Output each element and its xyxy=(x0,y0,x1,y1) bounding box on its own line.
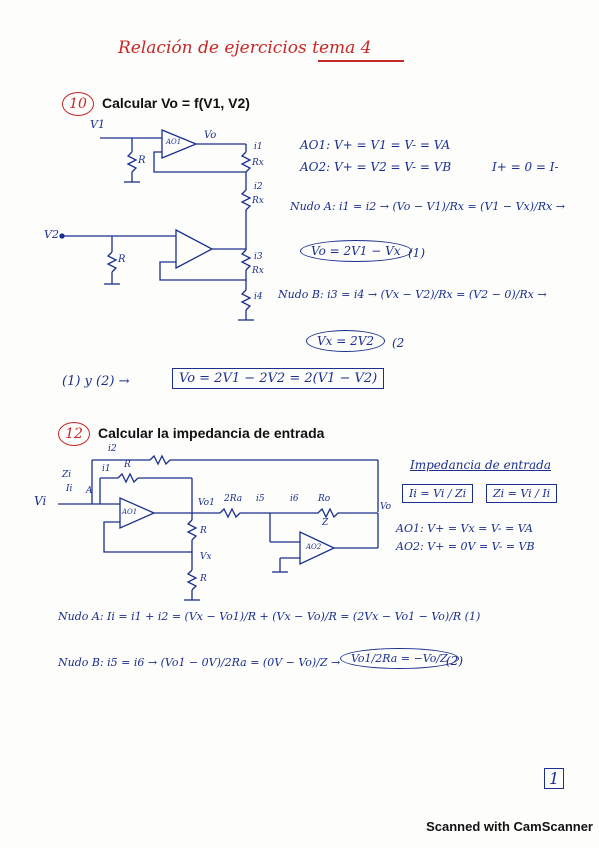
eq10-ao2: AO2: V+ = V2 = V- = VB xyxy=(300,160,452,174)
label-vi: Vi xyxy=(34,494,47,508)
label-vo: Vo xyxy=(204,130,217,141)
label-r-12a: R xyxy=(124,460,131,470)
label-zi: Zi xyxy=(62,470,72,480)
label-v2: V2 xyxy=(44,228,59,241)
title-underline xyxy=(318,60,404,62)
label-vo1: Vo1 xyxy=(198,498,215,508)
eq12-ao1: AO1: V+ = Vx = V- = VA xyxy=(396,522,533,535)
page-title: Relación de ejercicios tema 4 xyxy=(118,38,372,58)
label-ii: Ii xyxy=(66,484,73,494)
label-vx: Vx xyxy=(200,552,212,562)
page-number: 1 xyxy=(544,768,565,789)
label-ao2-12: AO2 xyxy=(306,543,322,551)
label-i1-12: i1 xyxy=(102,464,111,474)
label-r-12c: R xyxy=(200,574,207,584)
label-ao1: AO1 xyxy=(166,138,182,146)
eq12-tag: (2) xyxy=(446,654,463,668)
label-i2: i2 xyxy=(254,182,263,192)
impedance-title: Impedancia de entrada xyxy=(410,458,551,472)
eq10-tag-1: (1) xyxy=(408,246,425,260)
label-rx-3: Rx xyxy=(252,266,264,276)
eq10-final-result: Vo = 2V1 − 2V2 = 2(V1 − V2) xyxy=(172,368,385,389)
label-rx-1: Rx xyxy=(252,158,264,168)
impedance-result: Zi = Vi / Ii xyxy=(486,484,558,503)
eq10-ao1: AO1: V+ = V1 = V- = VA xyxy=(300,138,451,152)
label-r-1: R xyxy=(138,155,146,166)
exercise-12-heading: Calcular la impedancia de entrada xyxy=(98,425,325,441)
label-rx-2: Rx xyxy=(252,196,264,206)
label-2ra: 2Ra xyxy=(224,494,243,504)
label-r-12b: R xyxy=(200,526,207,536)
eq10-tag-2: (2 xyxy=(392,336,405,350)
eq10-result-2: Vx = 2V2 xyxy=(306,330,386,352)
label-r-2: R xyxy=(118,254,126,265)
eq12-node-a: Nudo A: Ii = i1 + i2 = (Vx − Vo1)/R + (V… xyxy=(58,610,481,623)
label-ao1-12: AO1 xyxy=(122,508,138,516)
label-vo-12: Vo xyxy=(380,502,392,512)
eq10-node-a: Nudo A: i1 = i2 → (Vo − V1)/Rx = (V1 − V… xyxy=(290,200,565,213)
eq10-currents: I+ = 0 = I- xyxy=(492,160,559,174)
eq12-ao2: AO2: V+ = 0V = V- = VB xyxy=(396,540,535,553)
label-i1: i1 xyxy=(254,142,263,152)
eq10-result-1: Vo = 2V1 − Vx xyxy=(300,240,412,262)
label-i5: i5 xyxy=(256,494,265,504)
impedance-eq: Ii = Vi / Zi xyxy=(402,484,474,503)
exercise-10-number: 10 xyxy=(62,92,94,116)
label-i4: i4 xyxy=(254,292,263,302)
label-a: A xyxy=(86,486,93,496)
eq12-result: Vo1/2Ra = −Vo/Z xyxy=(340,648,459,669)
eq10-node-b: Nudo B: i3 = i4 → (Vx − V2)/Rx = (V2 − 0… xyxy=(278,288,547,301)
scanner-footer: Scanned with CamScanner xyxy=(426,819,593,834)
label-i6: i6 xyxy=(290,494,299,504)
eq10-combine-prefix: (1) y (2) → xyxy=(62,374,130,389)
exercise-10-heading: Calcular Vo = f(V1, V2) xyxy=(102,95,250,111)
eq12-node-b: Nudo B: i5 = i6 → (Vo1 − 0V)/2Ra = (0V −… xyxy=(58,656,341,669)
label-i2-12: i2 xyxy=(108,444,117,454)
label-v1: V1 xyxy=(90,118,105,131)
label-z: Z xyxy=(322,518,329,528)
exercise-12-number: 12 xyxy=(58,422,90,446)
label-ro: Ro xyxy=(318,494,331,504)
label-i3: i3 xyxy=(254,252,263,262)
